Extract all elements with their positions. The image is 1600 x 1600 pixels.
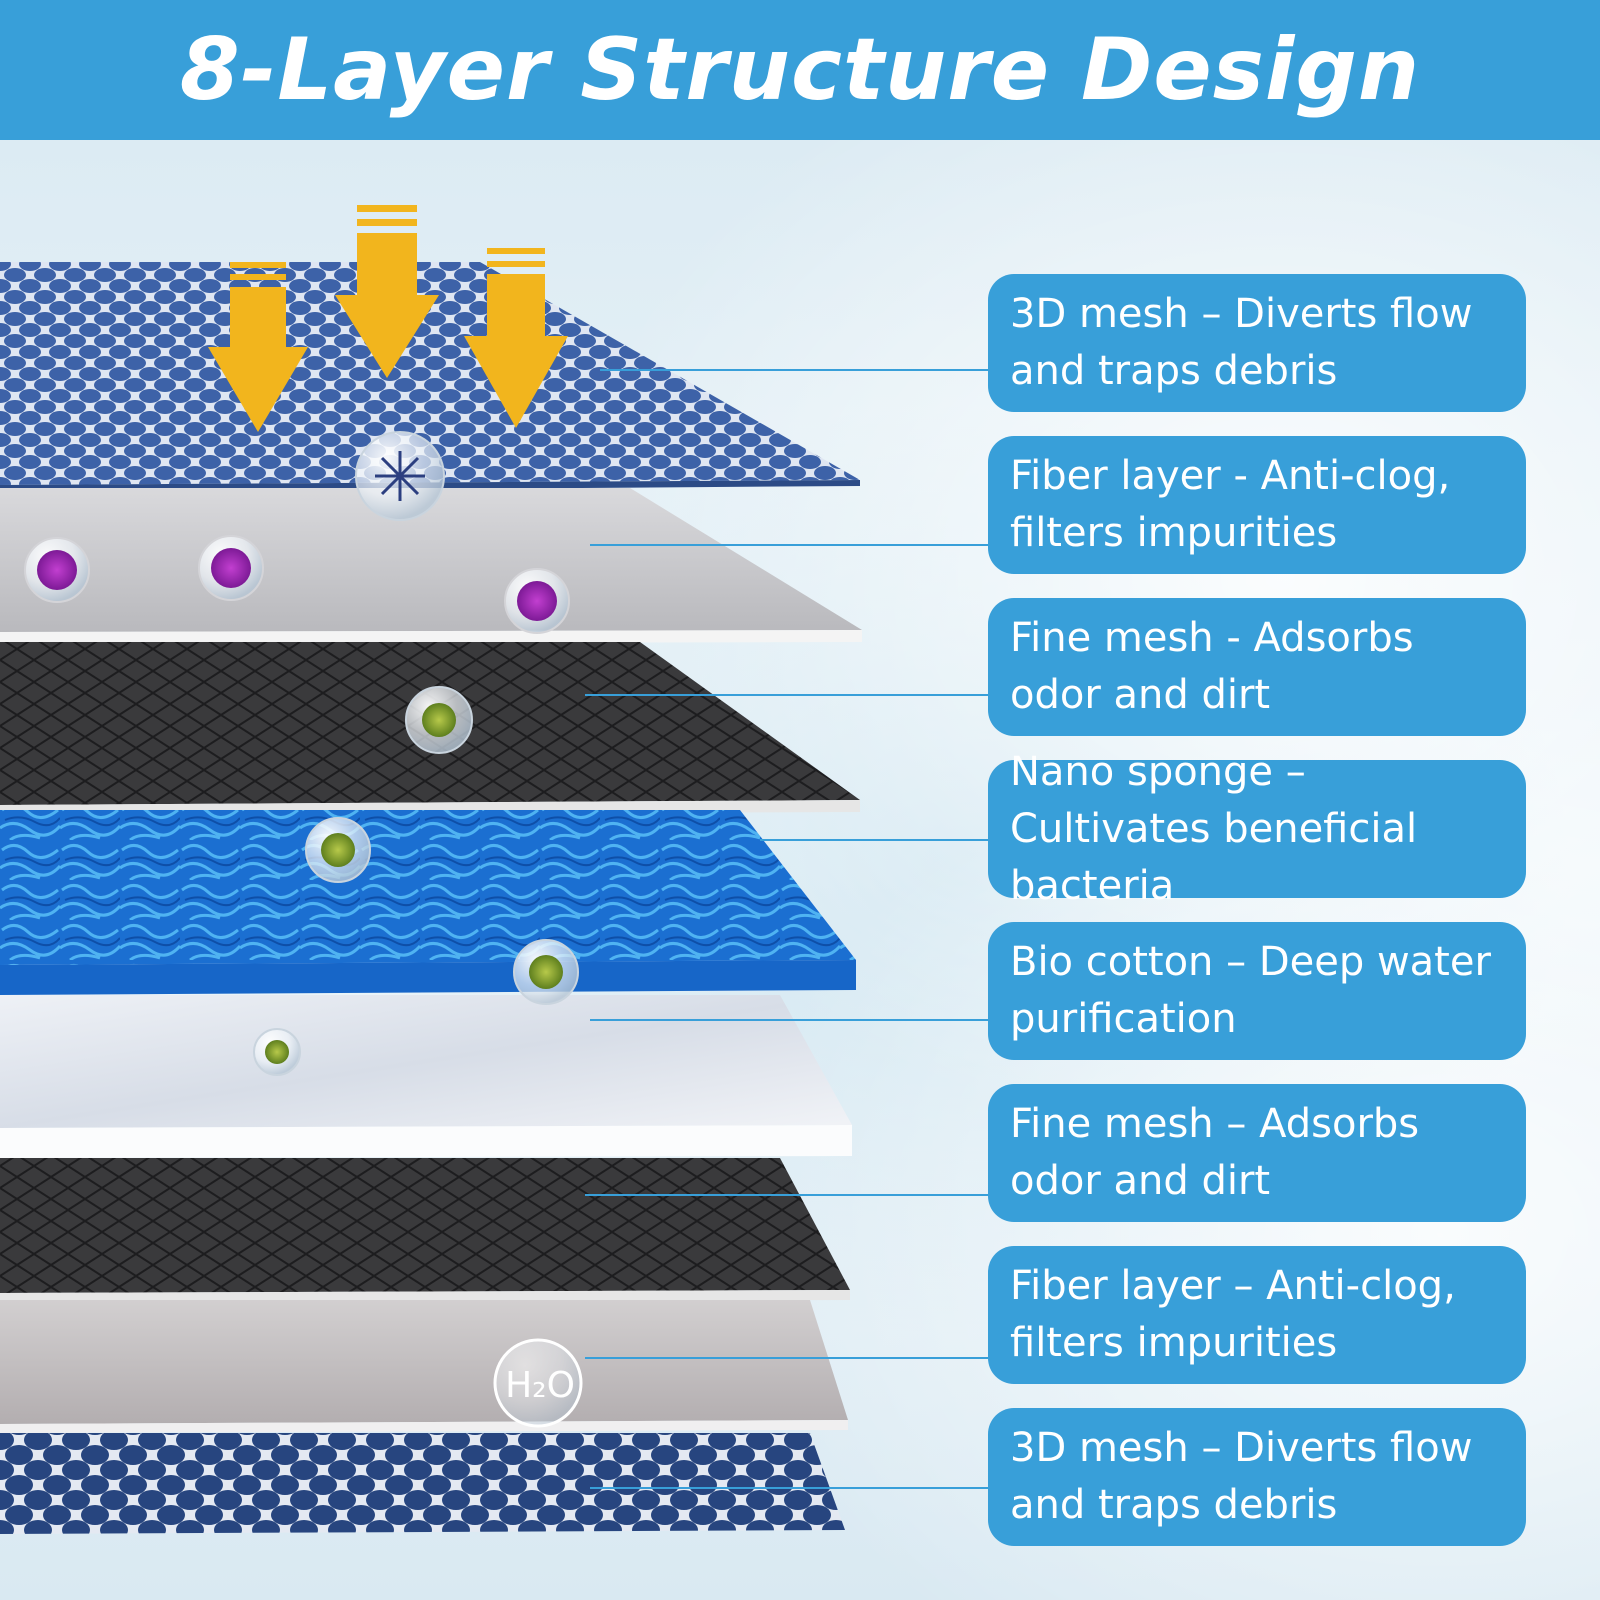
page-title: 8-Layer Structure Design <box>179 20 1421 120</box>
layer-label-8: 3D mesh – Diverts flow and traps debris <box>988 1408 1526 1546</box>
flow-arrows <box>208 205 568 432</box>
bacteria-bubble <box>405 686 473 754</box>
dirt-particle-bubble <box>355 431 445 521</box>
bacteria-bubble <box>513 939 579 1005</box>
layer-label-3: Fine mesh - Adsorbs odor and dirt <box>988 598 1526 736</box>
arrow-down-icon <box>464 248 568 428</box>
layer-label-4: Nano sponge – Cultivates beneficial bact… <box>988 749 1526 909</box>
layer-7-fiber <box>0 1300 848 1433</box>
layer-8-3d-mesh <box>0 1433 845 1534</box>
water-bubble: H₂O <box>493 1338 583 1428</box>
particles: H₂O <box>24 431 583 1428</box>
bacteria-bubble <box>253 1028 301 1076</box>
arrow-down-icon <box>208 262 308 432</box>
layer-label-7: Fiber layer – Anti-clog, filters impurit… <box>988 1246 1526 1384</box>
layer-label-2: Fiber layer - Anti-clog, filters impurit… <box>988 436 1526 574</box>
layer-4-nano-sponge <box>0 810 856 995</box>
purple-particle-bubble <box>198 535 264 601</box>
layer-6-fine-mesh <box>0 1158 850 1302</box>
layer-2-fiber <box>0 488 862 644</box>
layer-stack-diagram: H₂O <box>0 205 988 1534</box>
layer-label-1: 3D mesh – Diverts flow and traps debris <box>988 274 1526 412</box>
header-banner: 8-Layer Structure Design <box>0 0 1600 140</box>
purple-particle-bubble <box>24 537 90 603</box>
purple-particle-bubble <box>504 568 570 634</box>
layer-label-6: Fine mesh – Adsorbs odor and dirt <box>988 1084 1526 1222</box>
connector-lines <box>585 369 988 1489</box>
layer-5-bio-cotton <box>0 995 852 1158</box>
bubble-label: H₂O <box>505 1365 575 1406</box>
arrow-down-icon <box>335 205 439 378</box>
layer-label-5: Bio cotton – Deep water purification <box>988 922 1526 1060</box>
bacteria-bubble <box>305 817 371 883</box>
